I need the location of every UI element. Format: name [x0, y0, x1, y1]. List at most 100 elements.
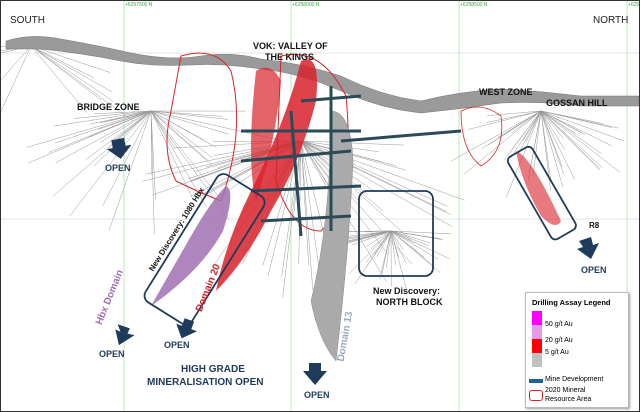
legend-swatch-low	[532, 353, 542, 367]
terrain-surface	[5, 36, 639, 114]
drill-hole	[540, 110, 621, 173]
resource-area-swatch	[529, 390, 543, 401]
drill-hole	[520, 110, 542, 150]
open-label: OPEN	[99, 349, 125, 359]
drill-hole	[150, 110, 229, 135]
open-label: OPEN	[581, 265, 607, 275]
drill-hole	[150, 110, 155, 235]
open-label: OPEN	[304, 390, 330, 400]
vok-label-2: THE KINGS	[265, 52, 315, 62]
mine-development	[240, 86, 462, 237]
drill-hole	[379, 230, 392, 280]
drill-hole	[55, 110, 152, 164]
legend-swatch-50	[532, 311, 542, 325]
drill-hole	[30, 45, 112, 92]
drill-hole	[26, 110, 152, 148]
drill-hole	[366, 230, 392, 247]
drill-hole	[540, 110, 564, 139]
drill-hole	[487, 110, 542, 116]
drill-hole	[108, 110, 152, 231]
drill-hole	[1, 45, 32, 54]
drill-hole	[390, 230, 407, 264]
drill-hole	[150, 110, 156, 200]
drill-hole	[150, 110, 194, 200]
drill-hole	[373, 230, 392, 255]
drill-hole	[300, 140, 322, 284]
drill-hole	[300, 140, 309, 266]
drill-hole	[347, 230, 392, 237]
legend-swatch-20	[532, 325, 542, 339]
drill-hole	[85, 110, 152, 160]
grid-label: +6257500 N	[125, 2, 153, 8]
bridge-zone-label: BRIDGE ZONE	[77, 102, 140, 112]
drill-hole	[390, 230, 396, 266]
drill-hole	[540, 110, 612, 147]
drill-hole	[30, 45, 133, 122]
drill-hole	[150, 110, 209, 161]
drill-hole	[511, 110, 542, 151]
drill-hole	[48, 110, 152, 153]
drill-hole	[467, 110, 542, 130]
drill-hole	[540, 110, 603, 169]
drill-hole	[94, 110, 152, 115]
drill-hole	[451, 110, 542, 162]
gossan-shape	[516, 151, 561, 225]
drill-hole	[540, 110, 563, 167]
drill-hole	[298, 140, 302, 265]
drill-hole	[30, 45, 114, 102]
hbx-box	[143, 173, 266, 326]
legend-label: 20 g/t Au	[545, 337, 573, 344]
drill-hole	[28, 110, 152, 164]
legend-label: Mine Development	[545, 376, 604, 383]
south-label: SOUTH	[10, 15, 45, 26]
drill-hole	[370, 230, 392, 249]
legend-swatch-5	[532, 339, 542, 353]
drill-hole	[300, 140, 333, 192]
grid-label: +6258000 N	[292, 2, 320, 8]
drill-hole	[150, 110, 153, 176]
drill-hole	[390, 230, 408, 291]
drill-hole	[30, 45, 94, 79]
drill-hole	[540, 110, 577, 135]
drill-hole	[281, 140, 302, 277]
drill-hole	[390, 230, 439, 260]
drill-hole	[390, 230, 435, 267]
legend-label: Resource Area	[545, 396, 592, 403]
drill-hole	[150, 110, 229, 120]
drill-hole	[532, 110, 542, 175]
drill-hole	[540, 110, 552, 184]
drill-hole	[300, 140, 314, 291]
r8-label: R8	[589, 221, 600, 230]
north-block-label-2: NORTH BLOCK	[376, 297, 443, 307]
drill-hole	[1, 45, 32, 52]
drill-hole	[89, 110, 152, 125]
legend-label: 2020 Mineral	[545, 387, 586, 394]
drill-hole	[390, 230, 404, 250]
drill-hole	[366, 230, 392, 263]
north-label: NORTH	[593, 15, 629, 26]
drill-hole	[150, 110, 223, 117]
drill-hole	[110, 110, 152, 144]
drill-hole	[506, 110, 542, 197]
legend: Drilling Assay Legend 50 g/t Au 20 g/t A…	[525, 292, 629, 408]
drill-hole	[345, 230, 392, 232]
drill-hole	[300, 140, 413, 265]
headline-1: HIGH GRADE	[181, 364, 245, 375]
west-zone-label: WEST ZONE	[479, 87, 533, 97]
drill-hole	[1, 45, 32, 112]
drill-hole	[150, 110, 221, 200]
drill-hole	[390, 230, 452, 235]
vok-shape	[251, 67, 281, 202]
drill-hole	[540, 110, 602, 154]
highlight-boxes	[143, 145, 577, 326]
resource-area-outline	[166, 52, 238, 202]
drill-hole	[300, 140, 465, 201]
drill-hole	[390, 230, 429, 246]
drill-hole	[540, 110, 563, 187]
drill-hole	[104, 110, 152, 123]
drill-hole	[300, 140, 411, 241]
drill-hole	[390, 230, 450, 260]
drill-hole	[540, 110, 565, 150]
drill-hole	[300, 140, 406, 171]
